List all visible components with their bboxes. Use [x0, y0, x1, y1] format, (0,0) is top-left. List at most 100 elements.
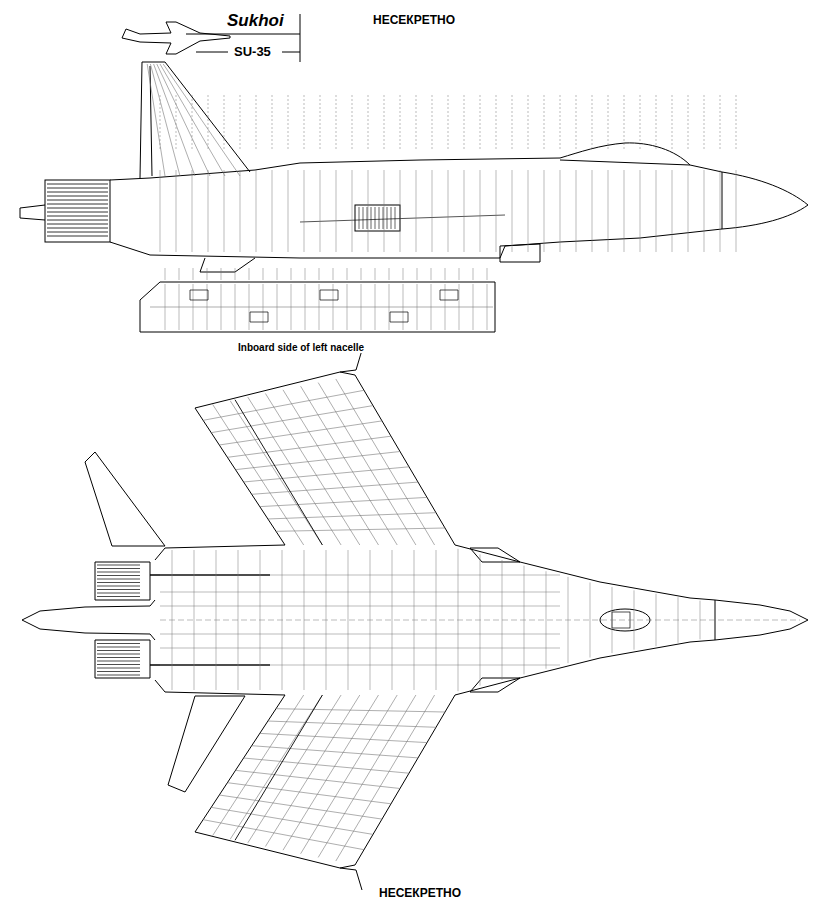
wing-panel-line: [227, 783, 391, 804]
fuselage-upper: [110, 143, 808, 205]
wing-panel-line: [236, 770, 401, 788]
station-line: [352, 95, 353, 150]
canard: [470, 678, 520, 692]
nozzle-petal: [47, 216, 108, 217]
body-panel-line: [348, 550, 349, 690]
wing-panel-line: [230, 401, 322, 545]
nozzle-petal: [47, 200, 108, 201]
nozzle-petal: [97, 643, 140, 644]
station-line: [249, 268, 250, 280]
flap-line: [235, 695, 322, 840]
vent-slat: [391, 207, 392, 229]
vent-slat: [363, 207, 364, 229]
flap-line: [235, 400, 322, 545]
access-panel: [190, 290, 208, 300]
nozzle-petal: [47, 204, 108, 205]
nozzle-petal: [97, 589, 140, 590]
wing-panel-line: [211, 406, 373, 433]
nozzle-petal: [97, 675, 140, 676]
nozzle-petal: [97, 668, 140, 669]
wing-panel-line: [260, 497, 427, 506]
logo-text: SU-35: [233, 44, 272, 59]
nozzle-petal: [97, 647, 140, 648]
station-line: [384, 170, 385, 252]
nozzle-petal: [47, 232, 108, 233]
fin-panel-line: [163, 64, 240, 176]
station-line: [224, 95, 225, 150]
body-panel-line: [160, 634, 560, 635]
vent-slat: [375, 207, 376, 229]
station-line: [277, 268, 278, 280]
vent-block: [355, 205, 400, 231]
ventral-fin: [200, 258, 255, 272]
nozzle: [45, 180, 110, 242]
station-line: [352, 170, 353, 252]
body-panel-line: [590, 582, 591, 657]
wing-panel-line: [211, 807, 373, 834]
station-line: [416, 95, 417, 150]
station-line: [704, 95, 705, 150]
classification-marking: НЕСЕКРЕТНО: [378, 883, 462, 901]
station-line: [512, 95, 513, 150]
station-line: [240, 95, 241, 150]
body-panel-line: [160, 592, 560, 593]
centerline: [160, 620, 800, 621]
station-line: [240, 170, 241, 252]
station-line: [368, 95, 369, 150]
fin-panel-line: [154, 64, 195, 176]
station-line: [608, 170, 609, 252]
station-line: [235, 268, 236, 280]
station-line: [576, 170, 577, 252]
station-line: [176, 170, 177, 252]
vent-slat: [367, 207, 368, 229]
wing-panel-line: [203, 390, 364, 420]
station-line: [272, 95, 273, 150]
body-panel-line: [160, 665, 560, 666]
wing-panel-line: [244, 758, 409, 773]
station-line: [403, 268, 404, 280]
station-line: [319, 268, 320, 280]
access-panel: [390, 312, 408, 322]
top-outline: [155, 372, 808, 620]
wing-panel-line: [336, 695, 435, 861]
station-line: [512, 170, 513, 252]
station-line: [640, 170, 641, 252]
station-line: [207, 268, 208, 280]
station-line: [704, 170, 705, 252]
nacelle-strip: [140, 282, 495, 332]
logo-silhouette: [122, 22, 230, 54]
panel-line: [150, 307, 493, 308]
wing-panel-line: [248, 695, 341, 843]
station-line: [624, 95, 625, 150]
wing-panel-line: [244, 467, 409, 482]
wing-panel-line: [219, 421, 382, 445]
wing-panel-line: [318, 695, 416, 857]
station-line: [560, 95, 561, 150]
station-line: [192, 170, 193, 252]
nozzle-petal: [47, 236, 108, 237]
station-line: [672, 95, 673, 150]
nozzle-petal: [97, 661, 140, 662]
station-line: [272, 170, 273, 252]
station-line: [221, 268, 222, 280]
station-line: [445, 268, 446, 280]
logo-text: Sukhoi: [226, 11, 285, 31]
nozzle-petal: [47, 196, 108, 197]
canard: [470, 548, 520, 562]
fin-panel-line: [157, 64, 210, 176]
station-line: [333, 268, 334, 280]
station-line: [448, 170, 449, 252]
wing-panel-line: [213, 695, 304, 836]
vent-slat: [359, 207, 360, 229]
logo-text: Sukhoi: [226, 11, 285, 30]
stabilator: [168, 696, 245, 792]
station-line: [720, 170, 721, 252]
nozzle: [95, 640, 150, 678]
radome-joint: [722, 172, 723, 229]
logo-rule: [300, 14, 301, 62]
body-panel-line: [160, 575, 560, 576]
station-line: [304, 95, 305, 150]
nozzle-petal: [97, 654, 140, 655]
station-line: [576, 95, 577, 150]
station-line: [432, 95, 433, 150]
